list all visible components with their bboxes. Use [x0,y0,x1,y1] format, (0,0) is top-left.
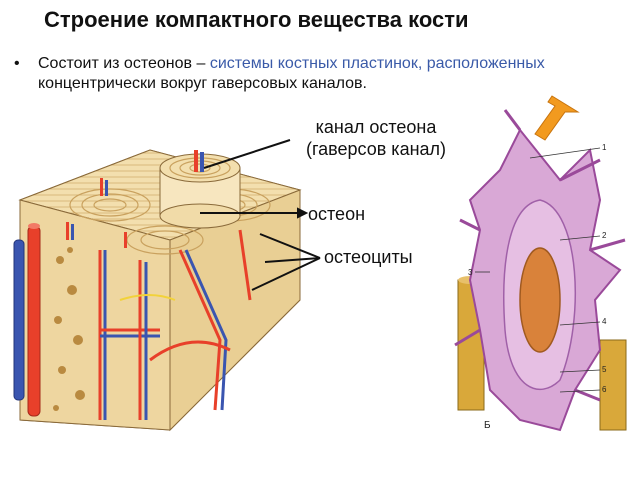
orange-arrow-icon [534,95,580,141]
number-3: 3 [468,268,473,277]
bullet-rest: концентрически вокруг гаверсовых каналов… [38,75,367,92]
osteon-cylinder [159,150,241,229]
bullet-highlight: системы костных пластинок, расположенных [209,55,545,72]
front-vessels [98,229,252,420]
bullet-lead: Состоит из остеонов – [38,55,206,72]
number-5: 5 [602,365,607,374]
number-leaders [475,147,601,393]
number-4: 4 [602,317,607,326]
label-osteocytes: остеоциты [324,247,413,267]
side-vessels [13,223,41,417]
label-osteon: остеон [308,204,366,224]
panel-letter: Б [484,420,491,431]
number-1: 1 [602,143,607,152]
nucleus [519,247,561,353]
number-6: 6 [602,385,607,394]
label-canal-line1: канал остеона [315,117,437,137]
slide-title: Строение компактного вещества кости [44,7,469,32]
bullet-marker: • [14,55,20,72]
label-canal: канал остеона (гаверсов канал) [276,116,476,160]
spongy-region [53,247,85,411]
label-canal-line2: (гаверсов канал) [305,139,447,159]
pointer-lines [200,139,321,291]
bullet-text: Состоит из остеонов – системы костных пл… [38,54,608,94]
top-vessels [66,178,127,248]
number-2: 2 [602,231,607,240]
